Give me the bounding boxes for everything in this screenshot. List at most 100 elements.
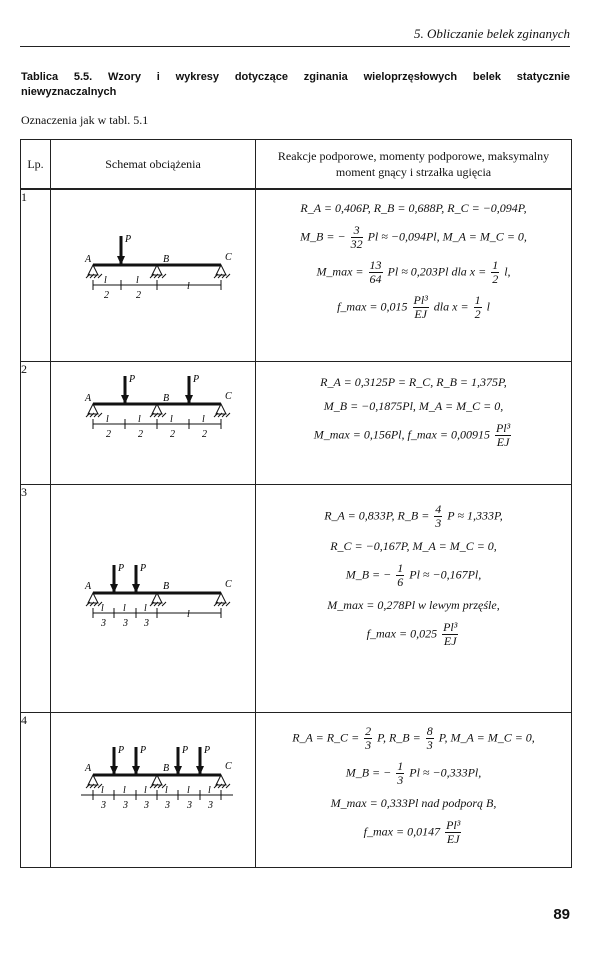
beam-schema: P A B C l 2 l 2 l (50, 188, 256, 362)
table-row: 3 P P A B C (20, 483, 572, 713)
svg-text:3: 3 (100, 618, 106, 629)
dim-l: l (136, 275, 139, 286)
svg-text:C: C (225, 761, 232, 772)
dim-2: 2 (104, 290, 109, 301)
svg-text:l: l (144, 603, 147, 614)
beam-schema: P P P P A B C l 3 l 3 l 3 (50, 711, 256, 868)
svg-text:l: l (138, 414, 141, 425)
svg-text:2: 2 (138, 429, 143, 440)
label-a: A (84, 393, 92, 404)
notes-text: Oznaczenia jak w tabl. 5.1 (21, 113, 149, 127)
moment-b-line: M_B = −0,1875Pl, M_A = M_C = 0, (323, 398, 504, 413)
running-header: 5. Obliczanie belek zginanych (414, 26, 570, 41)
table-title-line-2: niewyznaczalnych (21, 86, 117, 98)
svg-text:3: 3 (143, 618, 149, 629)
svg-text:B: B (163, 763, 169, 774)
table-row: 2 P P A B C (20, 360, 572, 485)
beam-diagram-4: P P P P A B C l 3 l 3 l 3 (81, 745, 233, 811)
beam-diagram-1: P A B C l 2 l 2 l (84, 234, 232, 301)
table-header-row: Lp. Schemat obciążenia Reakcje podporowe… (20, 139, 572, 190)
beam-schema: P P A B C l 3 l 3 l 3 l (50, 483, 256, 713)
reaction-c-line: R_C = −0,167P, M_A = M_C = 0, (330, 538, 497, 553)
reactions-line: R_A = 0,406P, R_B = 0,688P, R_C = −0,094… (300, 201, 527, 215)
svg-text:2: 2 (106, 429, 111, 440)
table-row: 4 P P P P A B C (20, 711, 572, 868)
max-moment-line: M_max = 0,333Pl nad podporą B, (330, 795, 497, 810)
svg-text:P: P (139, 745, 146, 756)
svg-text:A: A (84, 581, 92, 592)
beam-diagram-2: P P A B C l 2 l 2 l 2 l 2 (84, 374, 232, 440)
svg-text:C: C (225, 579, 232, 590)
svg-text:l: l (165, 785, 168, 796)
svg-text:B: B (163, 581, 169, 592)
svg-text:l: l (101, 603, 104, 614)
svg-text:P: P (117, 745, 124, 756)
row-number: 3 (20, 483, 51, 713)
svg-text:l: l (144, 785, 147, 796)
svg-text:l: l (187, 785, 190, 796)
label-a: A (84, 254, 92, 265)
beam-schema: P P A B C l 2 l 2 l 2 l 2 (50, 360, 256, 485)
row-number: 4 (20, 711, 51, 868)
svg-text:3: 3 (207, 800, 213, 811)
svg-text:l: l (123, 785, 126, 796)
row-number: 2 (20, 360, 51, 485)
svg-text:3: 3 (100, 800, 106, 811)
table-title-line-1: Tablica 5.5. Wzory i wykresy dotyczące z… (21, 71, 570, 83)
svg-text:A: A (84, 763, 92, 774)
header-lp: Lp. (20, 139, 51, 190)
load-label: P (117, 563, 124, 574)
svg-text:3: 3 (122, 800, 128, 811)
svg-text:2: 2 (170, 429, 175, 440)
header-schema: Schemat obciążenia (50, 139, 256, 190)
svg-text:P: P (181, 745, 188, 756)
svg-text:l: l (106, 414, 109, 425)
label-b: B (163, 393, 169, 404)
formula-cell: R_A = 0,406P, R_B = 0,688P, R_C = −0,094… (255, 188, 572, 362)
label-b: B (163, 254, 169, 265)
load-label: P (128, 374, 135, 385)
load-label: P (139, 563, 146, 574)
svg-text:3: 3 (186, 800, 192, 811)
beam-diagram-3: P P A B C l 3 l 3 l 3 l (84, 563, 232, 629)
header-results: Reakcje podporowe, momenty podporowe, ma… (255, 139, 572, 190)
svg-text:3: 3 (143, 800, 149, 811)
row-number: 1 (20, 188, 51, 362)
page-number: 89 (553, 906, 570, 923)
svg-text:l: l (170, 414, 173, 425)
max-moment-line: M_max = 0,278Pl w lewym przęśle, (327, 597, 500, 612)
svg-text:2: 2 (202, 429, 207, 440)
svg-text:l: l (208, 785, 211, 796)
svg-text:l: l (187, 609, 190, 620)
table-row: 1 P A B C l 2 (20, 188, 572, 362)
dim-2: 2 (136, 290, 141, 301)
svg-text:3: 3 (164, 800, 170, 811)
label-c: C (225, 252, 232, 263)
dim-l: l (187, 281, 190, 292)
load-label: P (124, 234, 131, 245)
svg-text:3: 3 (122, 618, 128, 629)
formula-cell: R_A = 0,3125P = R_C, R_B = 1,375P, M_B =… (255, 360, 572, 485)
table-title: Tablica 5.5. Wzory i wykresy dotyczące z… (21, 70, 570, 100)
svg-text:l: l (202, 414, 205, 425)
reactions-line: R_A = 0,3125P = R_C, R_B = 1,375P, (320, 374, 507, 389)
svg-text:l: l (123, 603, 126, 614)
load-label: P (192, 374, 199, 385)
svg-text:P: P (203, 745, 210, 756)
dim-l: l (104, 275, 107, 286)
svg-text:l: l (101, 785, 104, 796)
formula-table: Lp. Schemat obciążenia Reakcje podporowe… (20, 139, 572, 868)
label-c: C (225, 391, 232, 402)
